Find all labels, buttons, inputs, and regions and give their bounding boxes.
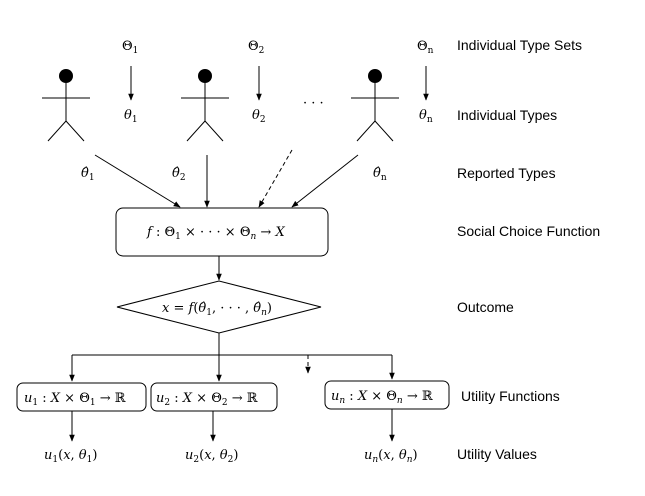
type-1: θ1 (124, 108, 138, 125)
stick-figure-icon (181, 69, 229, 142)
stick-figure-icon (351, 69, 399, 142)
utility-value-2: u2(x, θ2) (185, 448, 238, 465)
agent-1: Θ1 θ1 θ̂1 (42, 39, 138, 183)
social-choice-function-formula: f : Θ1 × · · · × Θn → X (146, 225, 285, 242)
social-choice-function-box (115, 207, 329, 257)
utility-function-box-2 (150, 382, 278, 412)
report-arrow-n (291, 154, 359, 208)
label-utility-values: Utility Values (457, 446, 537, 462)
agents-ellipsis: · · · (303, 96, 324, 111)
stick-figure-icon (42, 69, 90, 142)
utility-function-1: u1 : X × Θ1 → ℝ (24, 391, 127, 408)
agent-2: Θ2 θ2 θ̂2 (172, 39, 266, 183)
label-social-choice-function: Social Choice Function (457, 223, 600, 239)
label-individual-type-sets: Individual Type Sets (457, 37, 582, 53)
agent-n: Θn θn θ̂n (351, 39, 434, 183)
label-reported-types: Reported Types (457, 165, 556, 181)
utility-function-box-n (324, 380, 450, 410)
utility-value-n: un(x, θn) (364, 448, 418, 465)
reported-type-n: θ̂n (373, 166, 387, 183)
outcome-formula: x = f(θ̂1, · · · , θ̂n) (162, 301, 272, 318)
type-set-1: Θ1 (122, 39, 138, 56)
outcome-diamond (116, 280, 322, 334)
reported-type-1: θ̂1 (81, 166, 95, 183)
utility-value-1: u1(x, θ1) (44, 448, 97, 465)
label-utility-functions: Utility Functions (461, 388, 560, 404)
label-individual-types: Individual Types (457, 107, 557, 123)
report-arrow-dashed (258, 149, 293, 208)
utility-function-n: un : X × Θn → ℝ (331, 389, 434, 406)
report-arrow-1 (94, 154, 181, 208)
utility-function-box-1 (16, 382, 147, 412)
type-2: θ2 (252, 108, 266, 125)
utility-function-2: u2 : X × Θ2 → ℝ (156, 391, 259, 408)
type-set-n: Θn (417, 39, 434, 56)
type-set-2: Θ2 (248, 39, 264, 56)
label-outcome: Outcome (457, 299, 514, 315)
reported-type-2: θ̂2 (172, 166, 186, 183)
type-n: θn (419, 108, 433, 125)
